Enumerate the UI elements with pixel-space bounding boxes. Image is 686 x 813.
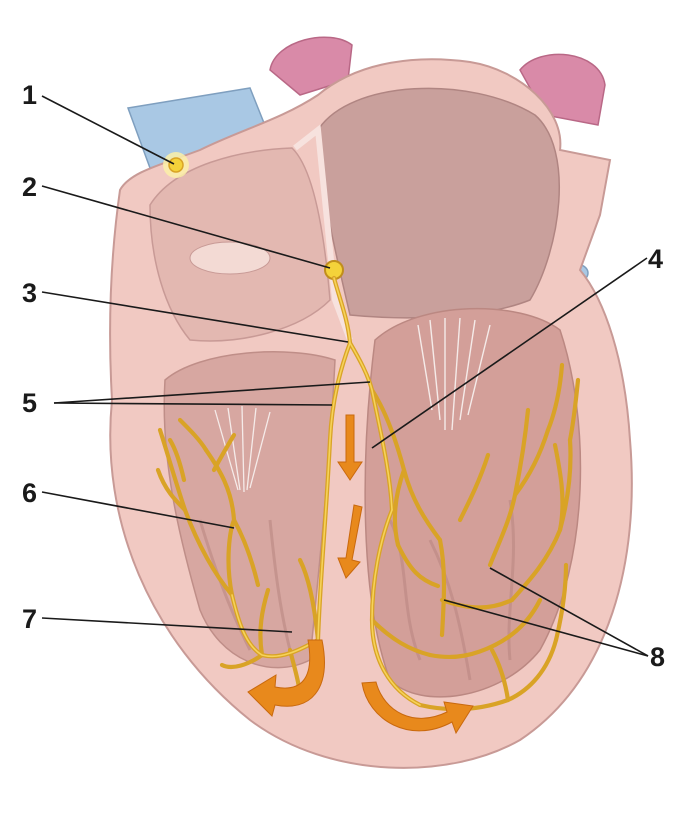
sa-node-core: [168, 157, 184, 173]
arrow-down-1: [337, 414, 363, 481]
leader-3: [41, 291, 349, 343]
leader-1: [41, 95, 175, 165]
leader-8b: [443, 599, 649, 657]
label-5: 5: [22, 388, 37, 418]
number-labels: 1 2 3 4 5 6 7 8: [22, 80, 665, 672]
leader-5b: [53, 402, 333, 406]
leader-7: [41, 617, 293, 633]
label-4: 4: [648, 244, 663, 274]
leader-8a: [489, 567, 649, 657]
tricuspid-opening: [189, 241, 271, 275]
mitral-chordae: [417, 317, 491, 431]
label-6: 6: [22, 478, 37, 508]
conduction-highlight: [231, 277, 421, 706]
leader-6: [41, 491, 235, 529]
label-1: 1: [22, 80, 37, 110]
interatrial-septum: [293, 124, 353, 342]
label-7: 7: [22, 604, 37, 634]
leader-5a: [53, 381, 371, 404]
impulse-arrows: [247, 414, 474, 735]
leader-2: [41, 185, 331, 269]
label-8: 8: [650, 642, 665, 672]
arrow-curve-right-ventricle: [247, 639, 325, 717]
leader-4: [371, 257, 648, 449]
heart-illustration: [109, 36, 633, 769]
label-3: 3: [22, 278, 37, 308]
leader-lines: [41, 95, 649, 657]
conduction-system: [155, 152, 581, 712]
left-ventricle: [364, 307, 582, 698]
aorta-arch: [269, 36, 353, 96]
left-atrium: [317, 87, 560, 319]
arrow-down-2: [337, 504, 363, 579]
arrow-curve-left-ventricle: [361, 681, 474, 735]
label-2: 2: [22, 172, 37, 202]
